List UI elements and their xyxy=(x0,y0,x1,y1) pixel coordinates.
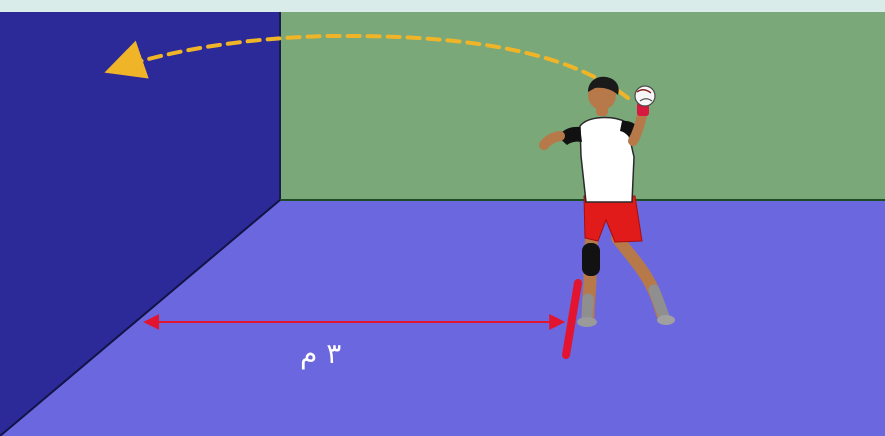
ball-icon xyxy=(635,86,655,106)
distance-label: ٣ م xyxy=(300,340,341,368)
top-band xyxy=(0,0,885,12)
knee-pad xyxy=(582,243,600,276)
